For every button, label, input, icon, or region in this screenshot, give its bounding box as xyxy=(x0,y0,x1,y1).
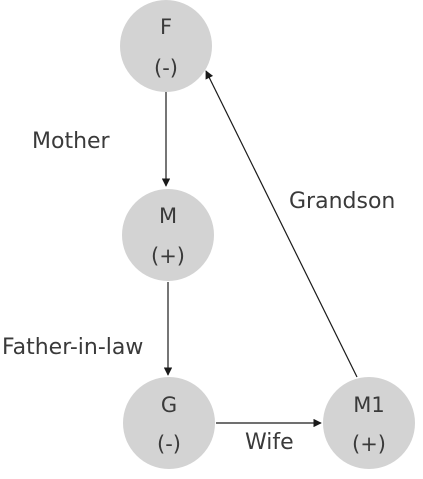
node-g-sign: (-) xyxy=(157,432,181,456)
node-m-name: M xyxy=(159,204,177,228)
edge-label-wife: Wife xyxy=(245,430,294,455)
node-g: G (-) xyxy=(123,377,215,469)
edge-m1-to-f xyxy=(205,70,358,378)
node-m-sign: (+) xyxy=(151,244,185,268)
node-m: M (+) xyxy=(122,189,214,281)
node-f: F (-) xyxy=(120,0,212,92)
node-g-name: G xyxy=(161,393,177,417)
node-f-name: F xyxy=(160,15,172,39)
edge-label-father-in-law: Father-in-law xyxy=(2,335,143,360)
edge-label-grandson: Grandson xyxy=(289,189,395,214)
node-m1: M1 (+) xyxy=(323,377,415,469)
node-m1-sign: (+) xyxy=(352,432,386,456)
edge-label-mother: Mother xyxy=(32,129,111,154)
node-m1-name: M1 xyxy=(353,393,384,417)
node-f-sign: (-) xyxy=(154,56,178,80)
